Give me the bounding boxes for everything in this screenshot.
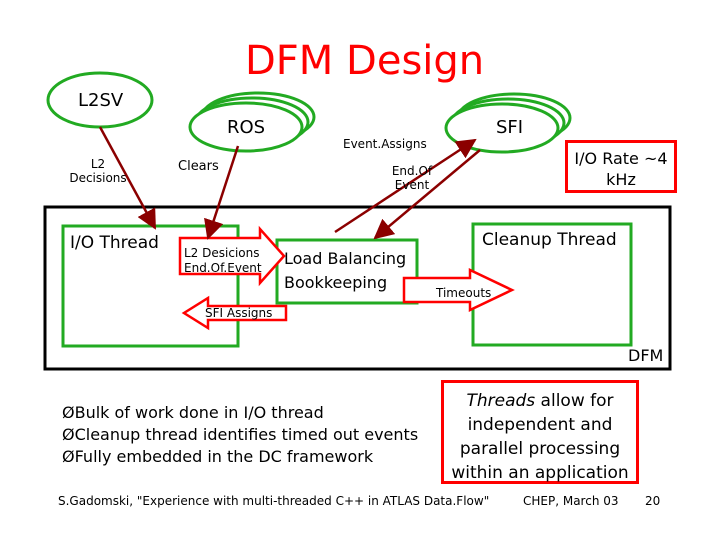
- arrow-ros-to-l2-desicions: [204, 145, 240, 240]
- threads-rest: allow for: [535, 391, 614, 411]
- l2sv-label: L2SV: [78, 90, 124, 111]
- event-assigns-label: Event.Assigns: [343, 137, 427, 151]
- io-rate-note: I/O Rate ~4 kHz: [565, 140, 677, 193]
- load-balancing-label: Load Balancing Bookkeeping: [284, 249, 407, 292]
- sfi-assigns-big-arrow: [181, 295, 288, 331]
- clears-label: Clears: [178, 159, 219, 174]
- bullet-item: ØCleanup thread identifies timed out eve…: [62, 425, 419, 444]
- cleanup-thread-label: Cleanup Thread: [482, 230, 617, 250]
- arrow-event-assigns-to-sfi: [334, 138, 477, 234]
- footer-event: CHEP, March 03: [523, 494, 619, 508]
- arrow-sfi-to-load-balancing: [373, 149, 481, 240]
- l2-desicions-arrow-label: L2 Desicions End.Of.Event: [184, 246, 262, 275]
- ros-label: ROS: [227, 117, 266, 138]
- load-balancing-box: [275, 238, 419, 305]
- timeouts-label: Timeouts: [436, 286, 492, 300]
- io-thread-label: I/O Thread: [70, 233, 159, 253]
- sfi-assigns-label: SFI Assigns: [205, 306, 273, 320]
- footer-page-number: 20: [645, 494, 661, 508]
- bullet-list: ØBulk of work done in I/O thread ØCleanu…: [62, 402, 418, 468]
- l2-decisions-label: L2 Decisions: [69, 157, 127, 185]
- page-title: DFM Design: [245, 38, 485, 84]
- threads-emph: Threads: [466, 391, 536, 411]
- bullet-item: ØFully embedded in the DC framework: [62, 447, 374, 466]
- dfm-outer-box: [43, 205, 672, 371]
- ros-ellipse-front: [188, 101, 304, 153]
- bullet-item: ØBulk of work done in I/O thread: [62, 403, 324, 422]
- sfi-label: SFI: [496, 117, 524, 138]
- arrow-l2sv-to-io-thread: [98, 126, 157, 230]
- dfm-label: DFM: [628, 346, 664, 365]
- end-of-event-label: End.Of Event: [391, 164, 433, 192]
- footer-citation: S.Gadomski, "Experience with multi-threa…: [58, 494, 490, 508]
- l2-desicions-big-arrow: [178, 225, 286, 287]
- threads-note: Threads allow for independent and parall…: [441, 380, 639, 484]
- timeouts-big-arrow: [402, 268, 515, 312]
